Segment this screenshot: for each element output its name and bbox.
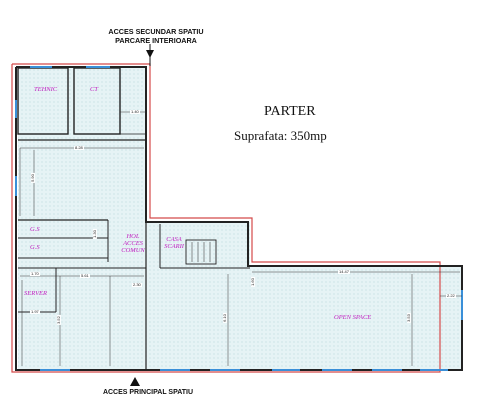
room-hol-line2: ACCES <box>123 240 143 247</box>
top-access-line1: ACCES SECUNDAR SPATIU <box>108 27 204 36</box>
room-hol: HOL ACCES COMUN <box>118 233 148 254</box>
room-hol-line1: HOL <box>126 233 140 240</box>
dim-1-70: 1.70 <box>30 271 40 276</box>
floor-area <box>18 68 462 370</box>
top-access-line2: PARCARE INTERIOARA <box>115 36 197 45</box>
dim-6-10: 6.10 <box>221 313 227 323</box>
walls <box>15 66 463 371</box>
room-tehnic: TEHNIC <box>34 86 58 93</box>
dim-3-52: 3.52 <box>55 315 61 325</box>
dim-1-30: 1.30 <box>91 229 97 239</box>
exterior-outline <box>11 63 441 373</box>
room-server: SERVER <box>24 290 47 297</box>
room-gs-1: G.S <box>30 226 40 233</box>
room-casa-scarii: CASA SCARII <box>164 236 184 250</box>
bottom-access-arrow <box>130 377 140 386</box>
dim-1-97: 1.97 <box>30 309 40 314</box>
room-hol-line3: COMUN <box>121 247 145 254</box>
room-casa-line2: SCARII <box>164 243 184 250</box>
dim-2-30: 2.30 <box>132 282 142 287</box>
room-gs-2: G.S <box>30 244 40 251</box>
dim-14-47: 14.47 <box>338 269 351 274</box>
bottom-access-label: ACCES PRINCIPAL SPATIU <box>102 389 194 396</box>
dim-3-53: 3.53 <box>405 313 411 323</box>
windows <box>15 66 463 371</box>
room-casa-line1: CASA <box>166 236 182 243</box>
dim-1-60: 1.60 <box>249 277 255 287</box>
room-open-space: OPEN SPACE <box>334 314 372 321</box>
dim-8-28: 8.28 <box>74 145 84 150</box>
dim-1-40: 1.40 <box>130 109 140 114</box>
room-ct: CT <box>90 86 98 93</box>
plan-title: PARTER <box>264 104 316 119</box>
top-access-label: ACCES SECUNDAR SPATIU PARCARE INTERIOARA <box>96 27 216 45</box>
plan-area: Suprafata: 350mp <box>234 128 327 143</box>
dim-5-61: 5.61 <box>80 273 90 278</box>
title-block: PARTER Suprafata: 350mp <box>234 104 374 144</box>
dim-5-90: 5.90 <box>29 173 35 183</box>
dim-2-22: 2.22 <box>446 293 456 298</box>
